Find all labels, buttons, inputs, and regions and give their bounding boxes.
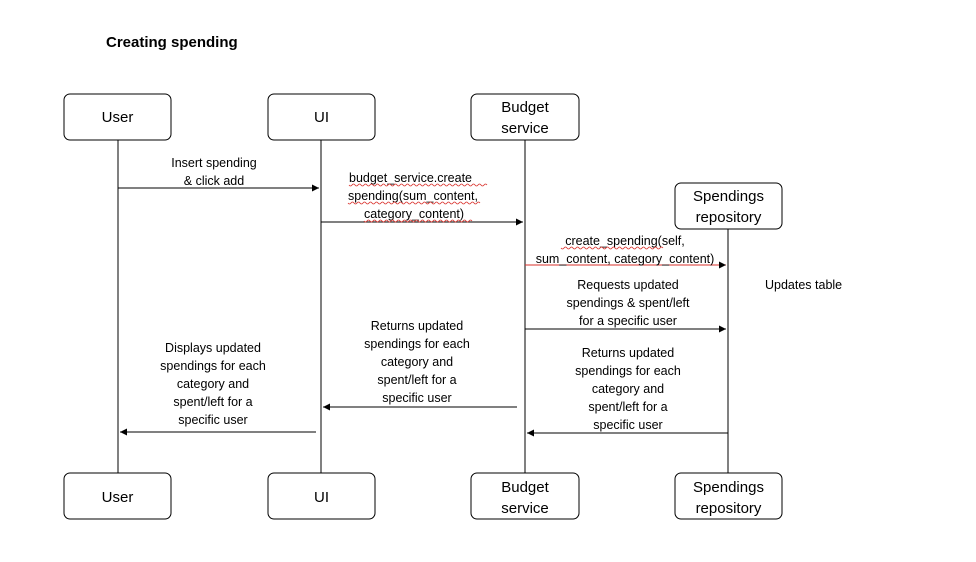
svg-text:Returns updated: Returns updated <box>371 319 463 333</box>
spellcheck-underline <box>363 219 473 223</box>
svg-text:spendings for each: spendings for each <box>575 364 681 378</box>
message-insert-spending: Insert spending & click add <box>118 156 319 192</box>
svg-text:Insert spending: Insert spending <box>171 156 257 170</box>
svg-text:spendings for each: spendings for each <box>364 337 470 351</box>
svg-text:Returns updated: Returns updated <box>582 346 674 360</box>
message-service-returns-updated-spendings: Returns updated spendings for each categ… <box>323 319 517 411</box>
svg-text:category and: category and <box>381 355 453 369</box>
svg-text:Requests updated: Requests updated <box>577 278 679 292</box>
svg-text:User: User <box>102 109 134 126</box>
svg-text:spendings & spent/left: spendings & spent/left <box>567 296 691 310</box>
participant-budget-service-top: Budget service <box>470 93 580 141</box>
spellcheck-underline <box>348 183 488 187</box>
message-budget-service-create-spending: budget_service.create spending(sum_conte… <box>321 171 523 226</box>
message-repo-returns-updated-spendings: Returns updated spendings for each categ… <box>527 346 728 437</box>
participant-spendings-repository-top: Spendings repository <box>674 182 783 230</box>
spellcheck-underline <box>560 246 664 250</box>
svg-text:repository: repository <box>696 500 762 517</box>
note-updates-table: Updates table <box>765 278 842 292</box>
svg-text:category and: category and <box>592 382 664 396</box>
svg-text:UI: UI <box>314 489 329 506</box>
svg-text:service: service <box>501 500 549 517</box>
participant-user-top: User <box>63 93 172 141</box>
svg-text:create_spending(self,: create_spending(self, <box>565 234 685 248</box>
svg-text:category_content): category_content) <box>364 207 464 221</box>
svg-text:& click add: & click add <box>184 174 244 188</box>
svg-text:spent/left for a: spent/left for a <box>173 395 252 409</box>
svg-text:spending(sum_content,: spending(sum_content, <box>348 189 478 203</box>
svg-text:UI: UI <box>314 109 329 126</box>
svg-text:Budget: Budget <box>501 479 549 496</box>
participant-spendings-repository-bottom: Spendings repository <box>674 472 783 520</box>
svg-text:specific user: specific user <box>593 418 662 432</box>
message-create-spending: create_spending(self, sum_content, categ… <box>525 234 726 269</box>
svg-text:sum_content, category_content): sum_content, category_content) <box>536 252 715 266</box>
svg-text:specific user: specific user <box>178 413 247 427</box>
diagram-title: Creating spending <box>106 34 238 51</box>
svg-text:category and: category and <box>177 377 249 391</box>
spellcheck-underline <box>347 201 481 205</box>
svg-text:User: User <box>102 489 134 506</box>
message-requests-updated-spendings: Requests updated spendings & spent/left … <box>525 278 726 333</box>
svg-text:for a specific user: for a specific user <box>579 314 677 328</box>
svg-text:spendings for each: spendings for each <box>160 359 266 373</box>
svg-text:repository: repository <box>696 209 762 226</box>
svg-text:Budget: Budget <box>501 99 549 116</box>
svg-text:service: service <box>501 120 549 137</box>
participant-ui-top: UI <box>267 93 376 141</box>
message-displays-updated-spendings: Displays updated spendings for each cate… <box>120 341 316 436</box>
svg-text:spent/left for a: spent/left for a <box>377 373 456 387</box>
svg-text:Displays updated: Displays updated <box>165 341 261 355</box>
participant-user-bottom: User <box>63 472 172 520</box>
svg-text:Spendings: Spendings <box>693 188 764 205</box>
participant-ui-bottom: UI <box>267 472 376 520</box>
participant-budget-service-bottom: Budget service <box>470 472 580 520</box>
svg-text:budget_service.create: budget_service.create <box>349 171 472 185</box>
svg-text:specific user: specific user <box>382 391 451 405</box>
svg-text:spent/left for a: spent/left for a <box>588 400 667 414</box>
svg-text:Spendings: Spendings <box>693 479 764 496</box>
